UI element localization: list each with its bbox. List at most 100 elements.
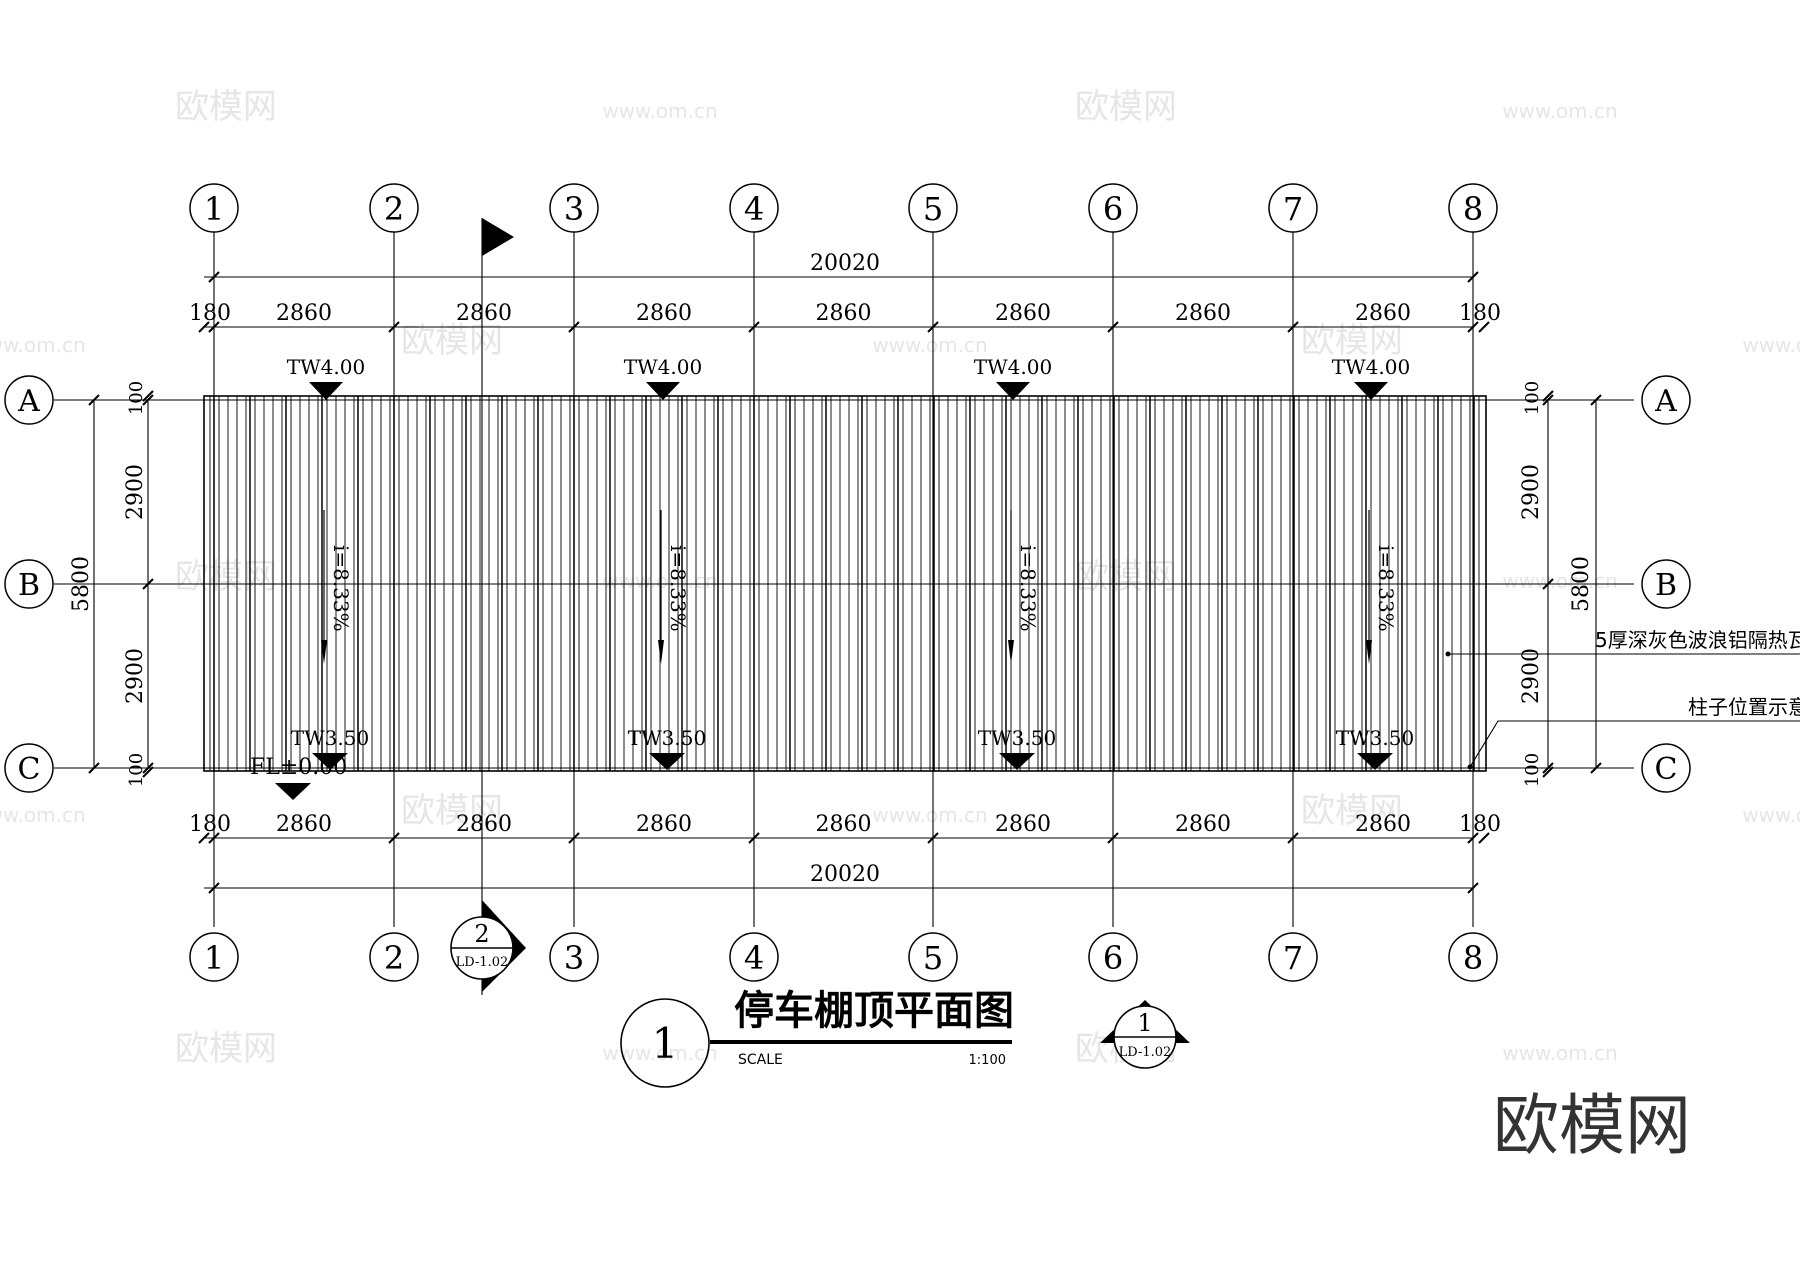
- bay-dimension: 2860: [995, 301, 1051, 326]
- elevation-marks: TW4.00TW3.50i=8.33%TW4.00TW3.50i=8.33%TW…: [287, 355, 1414, 770]
- watermark-url: www.om.cn: [1502, 99, 1617, 123]
- bay-dimension: 2860: [456, 812, 512, 837]
- depth-dimension-right: 5800: [1569, 556, 1594, 612]
- bay-dimension: 2860: [636, 812, 692, 837]
- section-cut: 2 LD-1.02: [450, 218, 526, 995]
- scale-label: SCALE: [738, 1052, 783, 1068]
- ground-level-triangle: [275, 783, 311, 800]
- grid-row-label: C: [18, 752, 41, 787]
- grid-column-label: 3: [564, 190, 584, 228]
- grid-bubble: [1641, 375, 1691, 425]
- watermark-brand: 欧模网: [175, 87, 277, 127]
- watermark-brand: 欧模网: [1301, 791, 1403, 831]
- watermark-brand: 欧模网: [401, 321, 503, 361]
- top-elevation-triangle: [1354, 382, 1388, 400]
- bay-dimension: 2860: [816, 812, 872, 837]
- grid-column-label: 6: [1103, 939, 1123, 977]
- grid-column-label: 6: [1103, 190, 1123, 228]
- slope-arrow-head-icon: [321, 640, 327, 664]
- scale-value: 1:100: [969, 1053, 1006, 1068]
- grid-bubble: [549, 932, 599, 982]
- overall-dimension-bottom: 20020: [810, 862, 880, 887]
- grid-bubble: [1641, 743, 1691, 793]
- top-elevation-triangle: [996, 382, 1030, 400]
- slope-arrow-head-icon: [1366, 640, 1372, 664]
- grid-bubble: [1268, 183, 1318, 233]
- edge-strip-top-left: 100: [126, 381, 147, 415]
- bottom-elevation-label: TW3.50: [628, 726, 706, 750]
- grid-bubble: [4, 559, 54, 609]
- grid-bubble: [1448, 183, 1498, 233]
- grid-bubble: [1641, 559, 1691, 609]
- dimension-strings: 20020 20020 180 180 180 180 286028602860…: [69, 251, 1602, 894]
- slope-arrow-head-icon: [1008, 640, 1014, 664]
- watermark-url: www.om.cn: [1742, 333, 1800, 357]
- edge-dimension-top-right: 180: [1459, 301, 1501, 326]
- slope-label: i=8.33%: [329, 545, 353, 632]
- grid-column-label: 5: [923, 939, 943, 977]
- bottom-elevation-label: TW3.50: [978, 726, 1056, 750]
- grid-column-label: 7: [1283, 190, 1303, 228]
- bottom-elevation-triangle: [649, 753, 685, 770]
- ground-level-label: FL±0.00: [250, 755, 347, 780]
- grid-bubble: [1088, 183, 1138, 233]
- watermark-url: www.om.cn: [1742, 803, 1800, 827]
- watermark-brand: 欧模网: [175, 557, 277, 597]
- bay-dimension: 2860: [636, 301, 692, 326]
- half-depth-top-left: 2900: [123, 464, 148, 520]
- grid-row-label: A: [17, 384, 40, 419]
- slope-label: i=8.33%: [1016, 545, 1040, 632]
- bay-dimension: 2860: [1355, 812, 1411, 837]
- notes: 5厚深灰色波浪铝隔热瓦屋顶 柱子位置示意线: [1445, 628, 1800, 770]
- watermark-url: www.om.cn: [602, 99, 717, 123]
- grid-column-label: 1: [204, 939, 224, 977]
- grid-bubble: [369, 183, 419, 233]
- title-block: 1 停车棚顶平面图 SCALE 1:100: [620, 988, 1014, 1088]
- grid-row-label: C: [1655, 752, 1678, 787]
- watermark-brand: 欧模网: [1075, 87, 1177, 127]
- grid-bubble: [908, 932, 958, 982]
- grid-bubble: [4, 743, 54, 793]
- half-depth-bottom-right: 2900: [1519, 648, 1544, 704]
- grid-column-label: 7: [1283, 939, 1303, 977]
- watermark-url: www.om.cn: [1502, 1041, 1617, 1065]
- bay-dimensions: 2860 2860 2860 2860 2860 2860 2860 2860 2860 2860…: [276, 301, 1411, 837]
- watermark-url: www.om.cn: [872, 333, 987, 357]
- roof-material-note: 5厚深灰色波浪铝隔热瓦屋顶: [1595, 628, 1800, 652]
- grid-column-label: 1: [204, 190, 224, 228]
- watermark-brand: 欧模网: [401, 791, 503, 831]
- edge-dimension-bottom-right: 180: [1459, 812, 1501, 837]
- grid-bubble: [369, 932, 419, 982]
- grid-bubble: [1448, 932, 1498, 982]
- grid-bubble: [1268, 932, 1318, 982]
- grid-bubble: [1088, 932, 1138, 982]
- bottom-elevation-label: TW3.50: [291, 726, 369, 750]
- grid-bubble: [908, 183, 958, 233]
- section-number-2: 2: [474, 920, 489, 948]
- watermark-url: www.om.cn: [1502, 569, 1617, 593]
- slope-arrow-head-icon: [658, 640, 664, 664]
- grid-column-label: 4: [744, 939, 764, 977]
- bay-dimension: 2860: [1175, 812, 1231, 837]
- watermark-url: www.om.cn: [0, 333, 86, 357]
- bottom-elevation-triangle: [1357, 753, 1393, 770]
- grid-column-label: 3: [564, 939, 584, 977]
- depth-dimension-left: 5800: [69, 556, 94, 612]
- top-elevation-label: TW4.00: [624, 355, 702, 379]
- bay-dimension: 2860: [276, 812, 332, 837]
- bottom-elevation-triangle: [312, 753, 348, 770]
- grid-bubble: [549, 183, 599, 233]
- grid-row-label: B: [1655, 568, 1677, 603]
- column-position-note: 柱子位置示意线: [1688, 695, 1800, 719]
- slope-label: i=8.33%: [666, 545, 690, 632]
- bay-dimension: 2860: [995, 812, 1051, 837]
- grid-bubble: [189, 932, 239, 982]
- section-flag-icon: [482, 218, 514, 256]
- detail-number: 1: [652, 1019, 679, 1068]
- grid-bubble: [729, 183, 779, 233]
- bay-dimension: 2860: [276, 301, 332, 326]
- edge-strip-bottom-right: 100: [1522, 753, 1543, 787]
